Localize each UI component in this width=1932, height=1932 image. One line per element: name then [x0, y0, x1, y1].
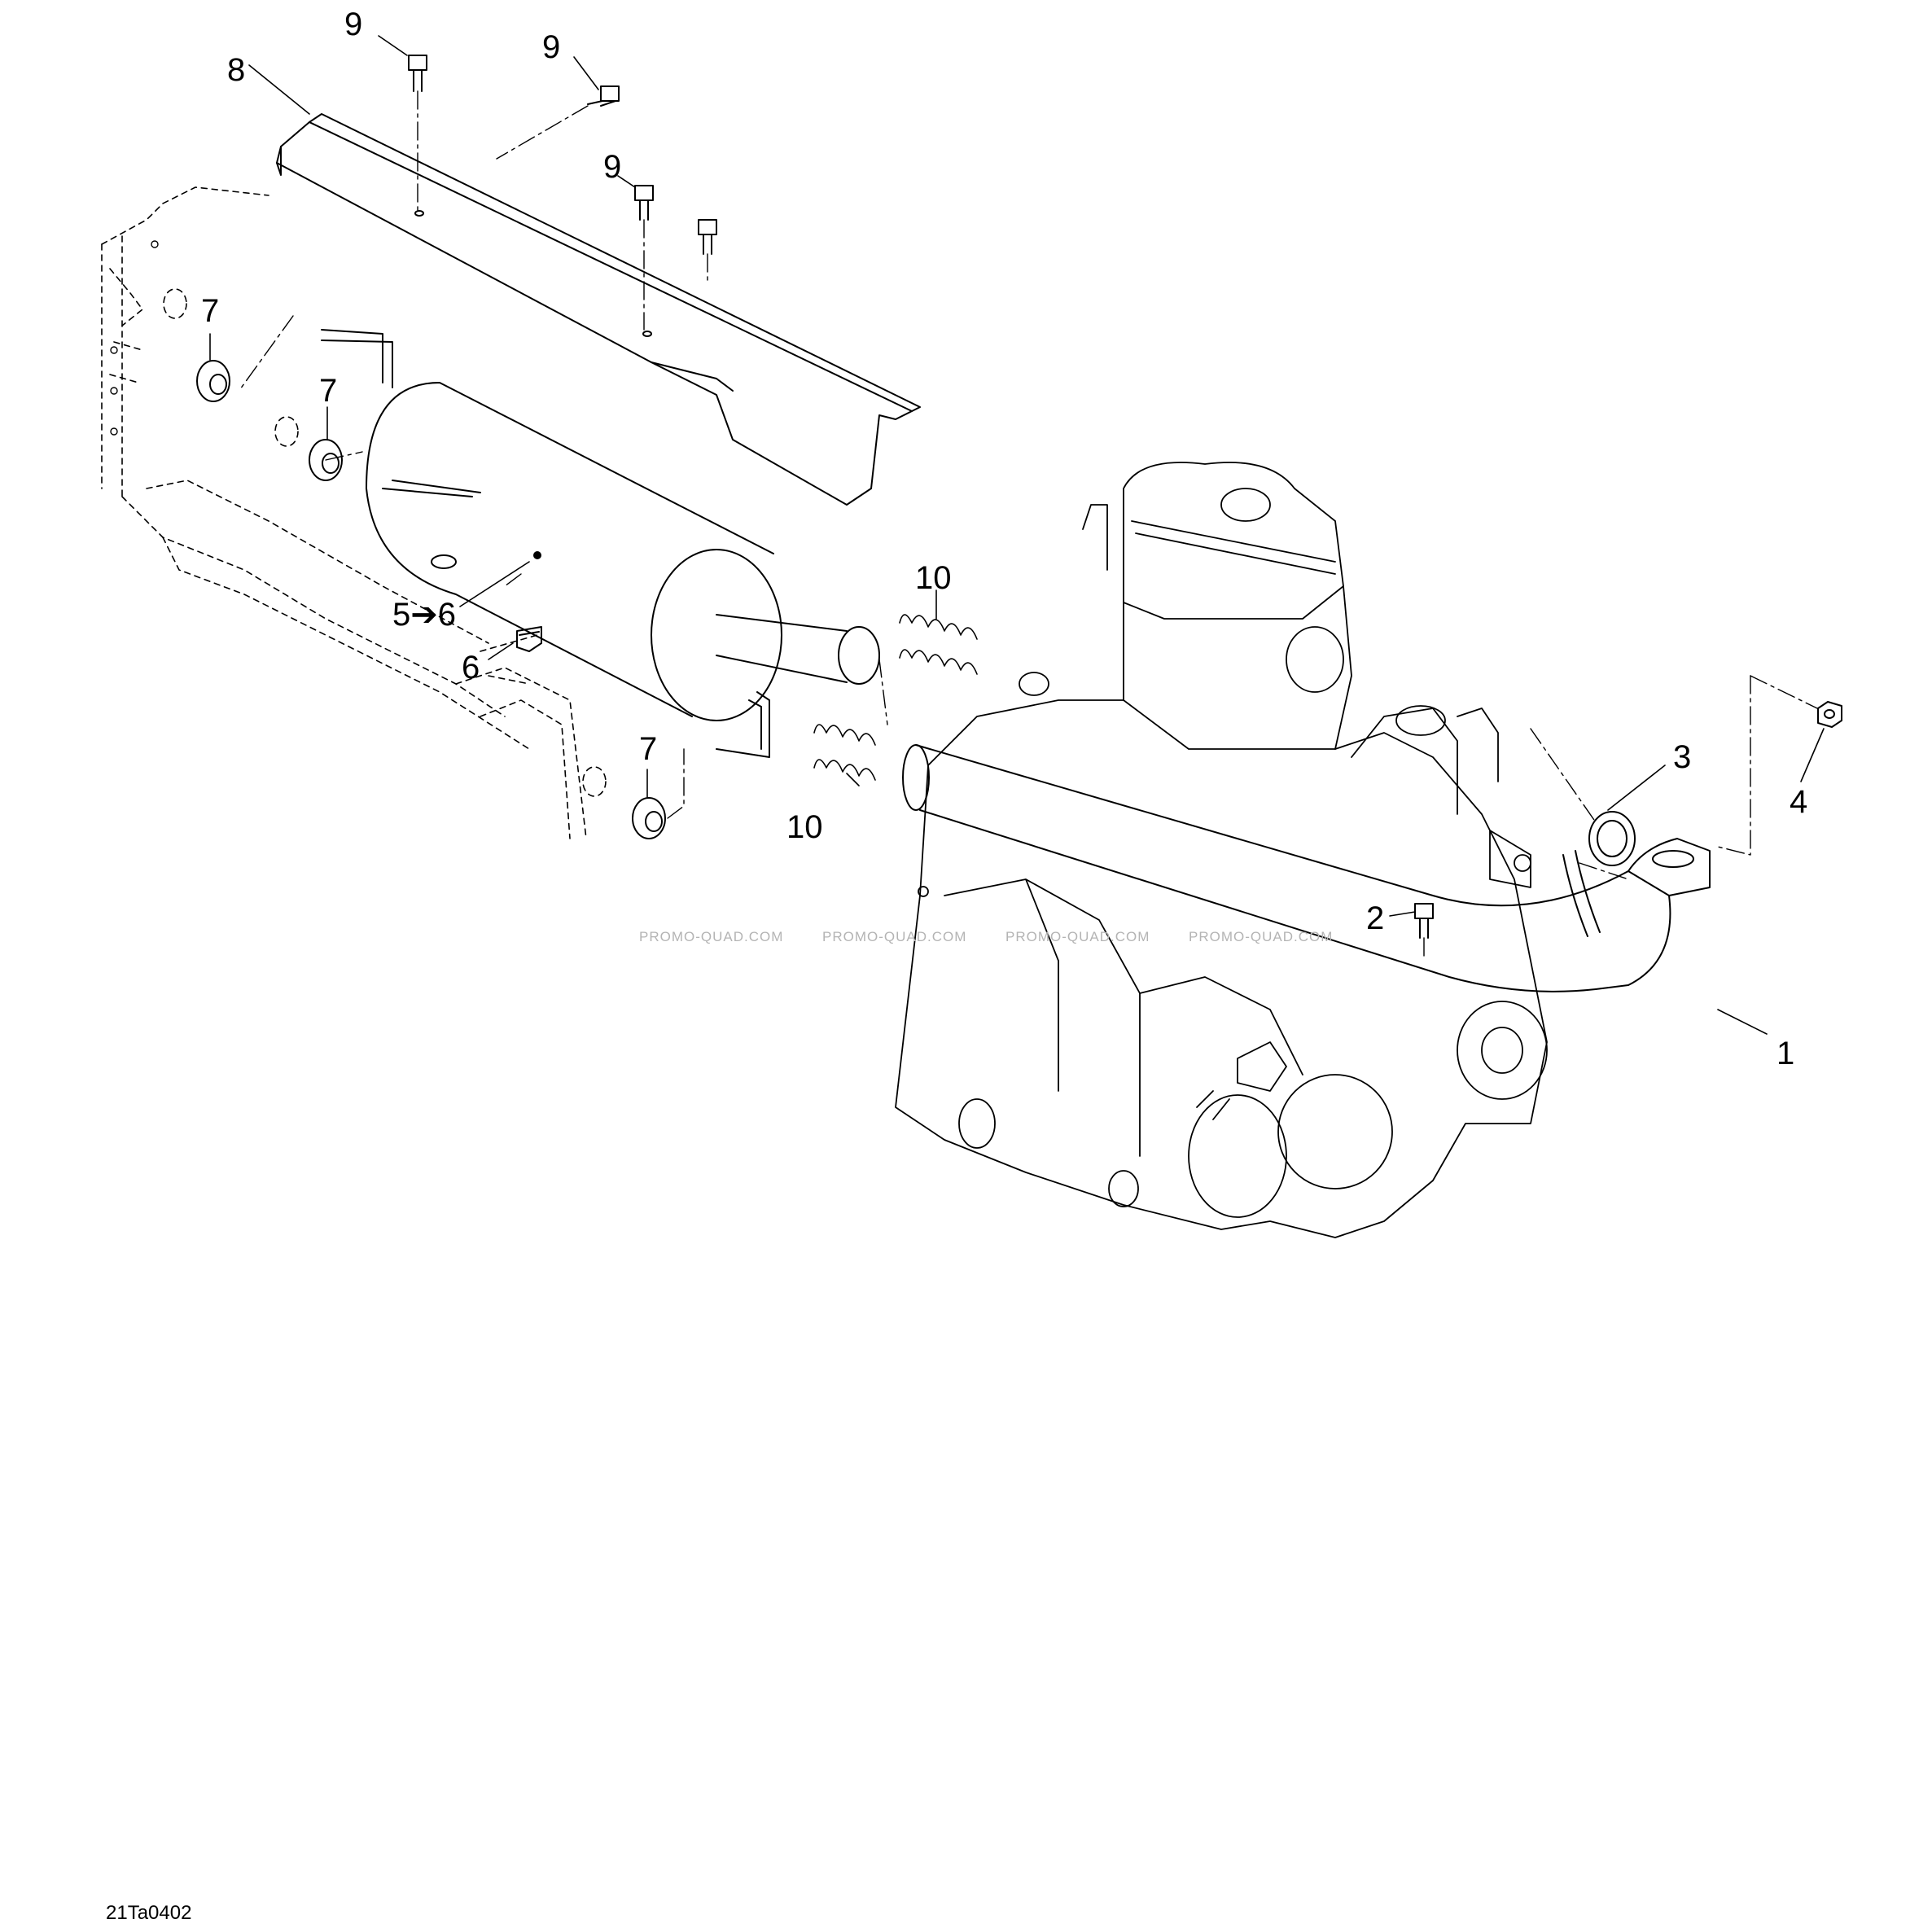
gasket: [1588, 811, 1636, 866]
leader-lines: [209, 35, 1825, 1035]
drain-plug: [516, 626, 542, 652]
frame-holes: [110, 240, 159, 436]
watermark-text: PROMO-QUAD.COM: [1005, 929, 1150, 944]
callout-10-upper[interactable]: 10: [915, 560, 952, 596]
callout-9-right[interactable]: 9: [542, 29, 561, 65]
callout-9-top[interactable]: 9: [344, 7, 363, 42]
exhaust-pipe: [902, 744, 1711, 992]
callout-10-lower[interactable]: 10: [786, 809, 823, 845]
watermark-text: PROMO-QUAD.COM: [822, 929, 967, 944]
engine: [895, 462, 1548, 1238]
drawing-reference-code: 21Ta0402: [106, 1902, 192, 1924]
callout-7-lower[interactable]: 7: [639, 731, 658, 767]
callout-7-middle[interactable]: 7: [319, 373, 338, 409]
callout-1[interactable]: 1: [1776, 1036, 1795, 1071]
grommets: [196, 360, 666, 839]
callout-3[interactable]: 3: [1673, 739, 1692, 775]
callout-7-upper[interactable]: 7: [201, 293, 220, 329]
watermark-text: PROMO-QUAD.COM: [639, 929, 784, 944]
springs: [813, 614, 978, 781]
bolts: [408, 55, 1434, 939]
nut: [1817, 701, 1842, 728]
callout-8[interactable]: 8: [227, 52, 246, 88]
assembly-lines: [239, 90, 1818, 962]
frame-outline: [101, 186, 607, 839]
heat-shield: [276, 113, 921, 506]
watermark-text: PROMO-QUAD.COM: [1189, 929, 1334, 944]
callout-5-to-6[interactable]: 5➔6: [392, 597, 457, 633]
callout-9-middle[interactable]: 9: [603, 149, 622, 185]
callout-6[interactable]: 6: [462, 650, 480, 686]
callout-2[interactable]: 2: [1366, 900, 1385, 936]
callout-4[interactable]: 4: [1790, 784, 1808, 820]
muffler: [321, 329, 880, 758]
